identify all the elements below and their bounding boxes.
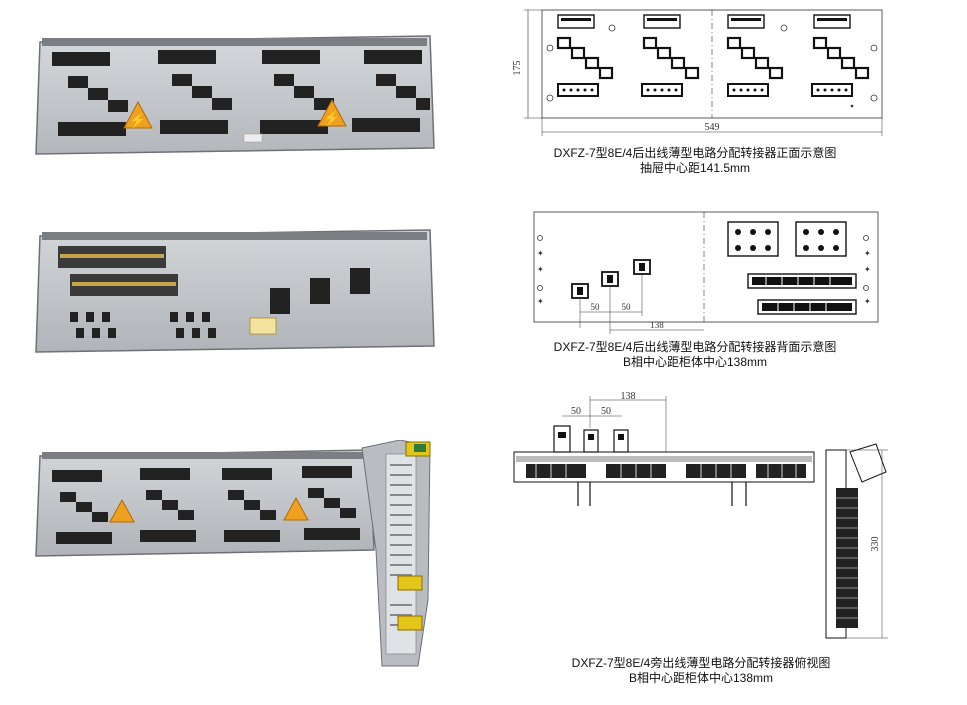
svg-text:✦: ✦ [864,265,871,274]
front-schematic: 175 549 [508,6,888,138]
caption-front-title: DXFZ-7型8E/4后出线薄型电路分配转接器正面示意图 [553,146,837,160]
dim-width-549: 549 [705,122,720,133]
dim-pitch-50-b: 50 [622,302,632,312]
svg-text:✦: ✦ [537,249,544,258]
dim-height-175: 175 [512,61,523,76]
svg-text:✦: ✦ [537,297,544,306]
side-outlet-drawing [35,440,431,667]
caption-back-subtitle: B相中心距柜体中心138mm [622,355,768,369]
caption-front-subtitle: 抽屉中心距141.5mm [639,161,751,175]
svg-text:⚡: ⚡ [129,112,146,129]
caption-top-title: DXFZ-7型8E/4旁出线薄型电路分配转接器俯视图 [571,656,831,670]
photo-side-outlet [30,440,440,670]
caption-back: DXFZ-7型8E/4后出线薄型电路分配转接器背面示意图 B相中心距柜体中心13… [500,340,890,370]
photo-back-rear-outlet [30,224,440,356]
caption-front: DXFZ-7型8E/4后出线薄型电路分配转接器正面示意图 抽屉中心距141.5m… [500,146,890,176]
svg-text:⚡: ⚡ [323,110,340,127]
dim-offset-138: 138 [650,320,664,330]
dim-pitch-50-b-top: 50 [601,406,611,417]
dim-pitch-50-a: 50 [591,302,601,312]
photo-front-rear-outlet: ⚡ ⚡ [30,30,440,160]
back-schematic: ✦ ✦ ✦ ✦ ✦ ✦ 50 50 138 [526,210,886,338]
back-panel-drawing [35,229,435,353]
svg-text:✦: ✦ [864,249,871,258]
top-view-schematic: 138 50 50 330 [506,388,896,646]
caption-top-subtitle: B相中心距柜体中心138mm [628,671,774,685]
svg-text:✦: ✦ [537,265,544,274]
caption-top: DXFZ-7型8E/4旁出线薄型电路分配转接器俯视图 B相中心距柜体中心138m… [506,656,896,686]
front-panel-drawing: ⚡ ⚡ [35,35,435,155]
dim-offset-138-top: 138 [621,391,636,402]
dim-height-330: 330 [870,537,881,552]
svg-text:✦: ✦ [864,297,871,306]
dim-pitch-50-a-top: 50 [571,406,581,417]
caption-back-title: DXFZ-7型8E/4后出线薄型电路分配转接器背面示意图 [553,340,837,354]
